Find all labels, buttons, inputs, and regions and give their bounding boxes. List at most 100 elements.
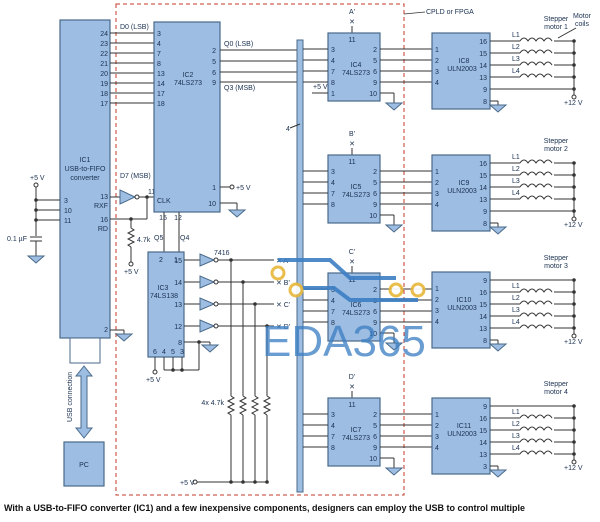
driver-pin-label: 1: [435, 169, 439, 176]
latch-pin-label: 10: [369, 91, 377, 98]
coil-icon: [519, 450, 553, 455]
motor-label: motor 4: [544, 389, 568, 396]
ic3-pin-label: 6: [153, 349, 157, 356]
buffer-icon: [199, 275, 216, 289]
latch-pin-label: 8: [331, 80, 335, 87]
latch-enable-label: A': [349, 9, 355, 16]
ic3-pin-label: 3: [180, 349, 184, 356]
ic2-pin-label: 5: [212, 59, 216, 66]
ic2-pin-label: 8: [157, 61, 161, 68]
ground-icon: [114, 333, 134, 342]
ic2-pin-label: 18: [157, 101, 165, 108]
motor-label: Stepper: [544, 381, 569, 388]
latch-pin-label: 11: [348, 37, 355, 44]
latch-pin-label: 7: [331, 434, 335, 441]
driver-pin-label: 13: [479, 197, 487, 204]
vcc-label: +5 V: [236, 185, 251, 192]
junction: [145, 195, 149, 199]
terminal: [128, 261, 134, 267]
driver-pin-label: 1: [435, 286, 439, 293]
driver-part: ULN2003: [447, 66, 477, 73]
latch-enable-label: B': [349, 131, 355, 138]
cpld-boundary: [115, 3, 405, 496]
latch-pin-label: 5: [373, 423, 377, 430]
motor-label: Stepper: [544, 138, 569, 145]
terminal: [571, 216, 577, 222]
motor-coils-label: coils: [575, 21, 590, 28]
latch-pin-label: 3: [331, 47, 335, 54]
usb-label: USB connection: [67, 372, 74, 422]
driver-pin-label: 3: [483, 464, 487, 471]
driver-part: ULN2003: [447, 188, 477, 195]
driver-pin-label: 15: [479, 428, 487, 435]
cap-label: 0.1 µF: [7, 236, 27, 243]
latch-name: IC7: [351, 427, 362, 434]
buffer-bubble: [213, 257, 219, 263]
latch-pin-label: 2: [373, 169, 377, 176]
driver-pin-label: 8: [483, 221, 487, 228]
latch-enable-label: C': [349, 249, 355, 256]
driver-pin-label: 15: [479, 173, 487, 180]
enable-label: ✕ C': [276, 302, 290, 309]
ic1-pin-label: 24: [100, 31, 108, 38]
driver-chip-ic10: [431, 271, 491, 349]
motor-label: Stepper: [544, 255, 569, 262]
driver-pin-label: 16: [479, 290, 487, 297]
driver-pin-label: 4: [435, 202, 439, 209]
vcc-terminal-left: [33, 182, 39, 188]
coil-icon: [519, 288, 553, 293]
coil-icon: [519, 414, 553, 419]
rd-label: RD: [98, 226, 108, 233]
latch-chip-ic6: [327, 272, 381, 342]
latch-pin-label: 7: [331, 69, 335, 76]
coil-label: L4: [512, 445, 520, 452]
driver-pin-label: 1: [435, 47, 439, 54]
driver-part: ULN2003: [447, 305, 477, 312]
resistor-icon: [226, 395, 236, 416]
coil-icon: [519, 171, 553, 176]
driver-pin-label: 15: [479, 302, 487, 309]
latch-pin-label: 2: [373, 47, 377, 54]
latch-pin-label: 4: [331, 180, 335, 187]
ic1-pin-label: 23: [100, 41, 108, 48]
watermark-text: EDA365: [262, 317, 426, 366]
latch-pin-label: 9: [373, 445, 377, 452]
coil-icon: [519, 426, 553, 431]
coil-icon: [519, 61, 553, 66]
resistor-array-label: 4x 4.7k: [201, 400, 224, 407]
driver-pin-label: 9: [483, 404, 487, 411]
d0-label: D0 (LSB): [120, 24, 149, 31]
motor-label: motor 1: [544, 24, 568, 31]
vcc-12v-label: +12 V: [564, 100, 583, 107]
resistor-icon: [126, 227, 136, 248]
boundary-pointer: [403, 11, 426, 15]
ground-icon: [26, 255, 46, 264]
enable-label: ✕ D': [276, 324, 290, 331]
driver-name: IC11: [457, 423, 471, 430]
latch-part: 74LS273: [342, 70, 370, 77]
latch-pin-label: 6: [373, 191, 377, 198]
ic1-chip: [59, 19, 111, 339]
usb-arrow: [74, 365, 94, 439]
coil-label: L1: [512, 154, 520, 161]
rxf-label: RXF: [94, 203, 108, 210]
latch-part: 74LS273: [342, 192, 370, 199]
ground-icon: [488, 343, 508, 352]
driver-pin-label: 13: [479, 452, 487, 459]
driver-chip-ic11: [431, 397, 491, 475]
driver-pin-label: 2: [435, 423, 439, 430]
ground-icon: [384, 102, 404, 111]
latch-enable-x: ✕: [349, 384, 355, 391]
latch-pin-label: 2: [373, 412, 377, 419]
buffer-icon: [199, 319, 216, 333]
latch-name: IC4: [351, 62, 362, 69]
ic1-pin-label: 2: [104, 327, 108, 334]
buffer-icon: [199, 297, 216, 311]
ic2-part: 74LS273: [174, 80, 202, 87]
ic2-pin-label: 3: [157, 31, 161, 38]
ic3-pin-label: 5: [171, 349, 175, 356]
latch-pin-label: 11: [348, 159, 355, 166]
ic1-desc2: converter: [70, 175, 100, 182]
coil-label: L1: [512, 409, 520, 416]
